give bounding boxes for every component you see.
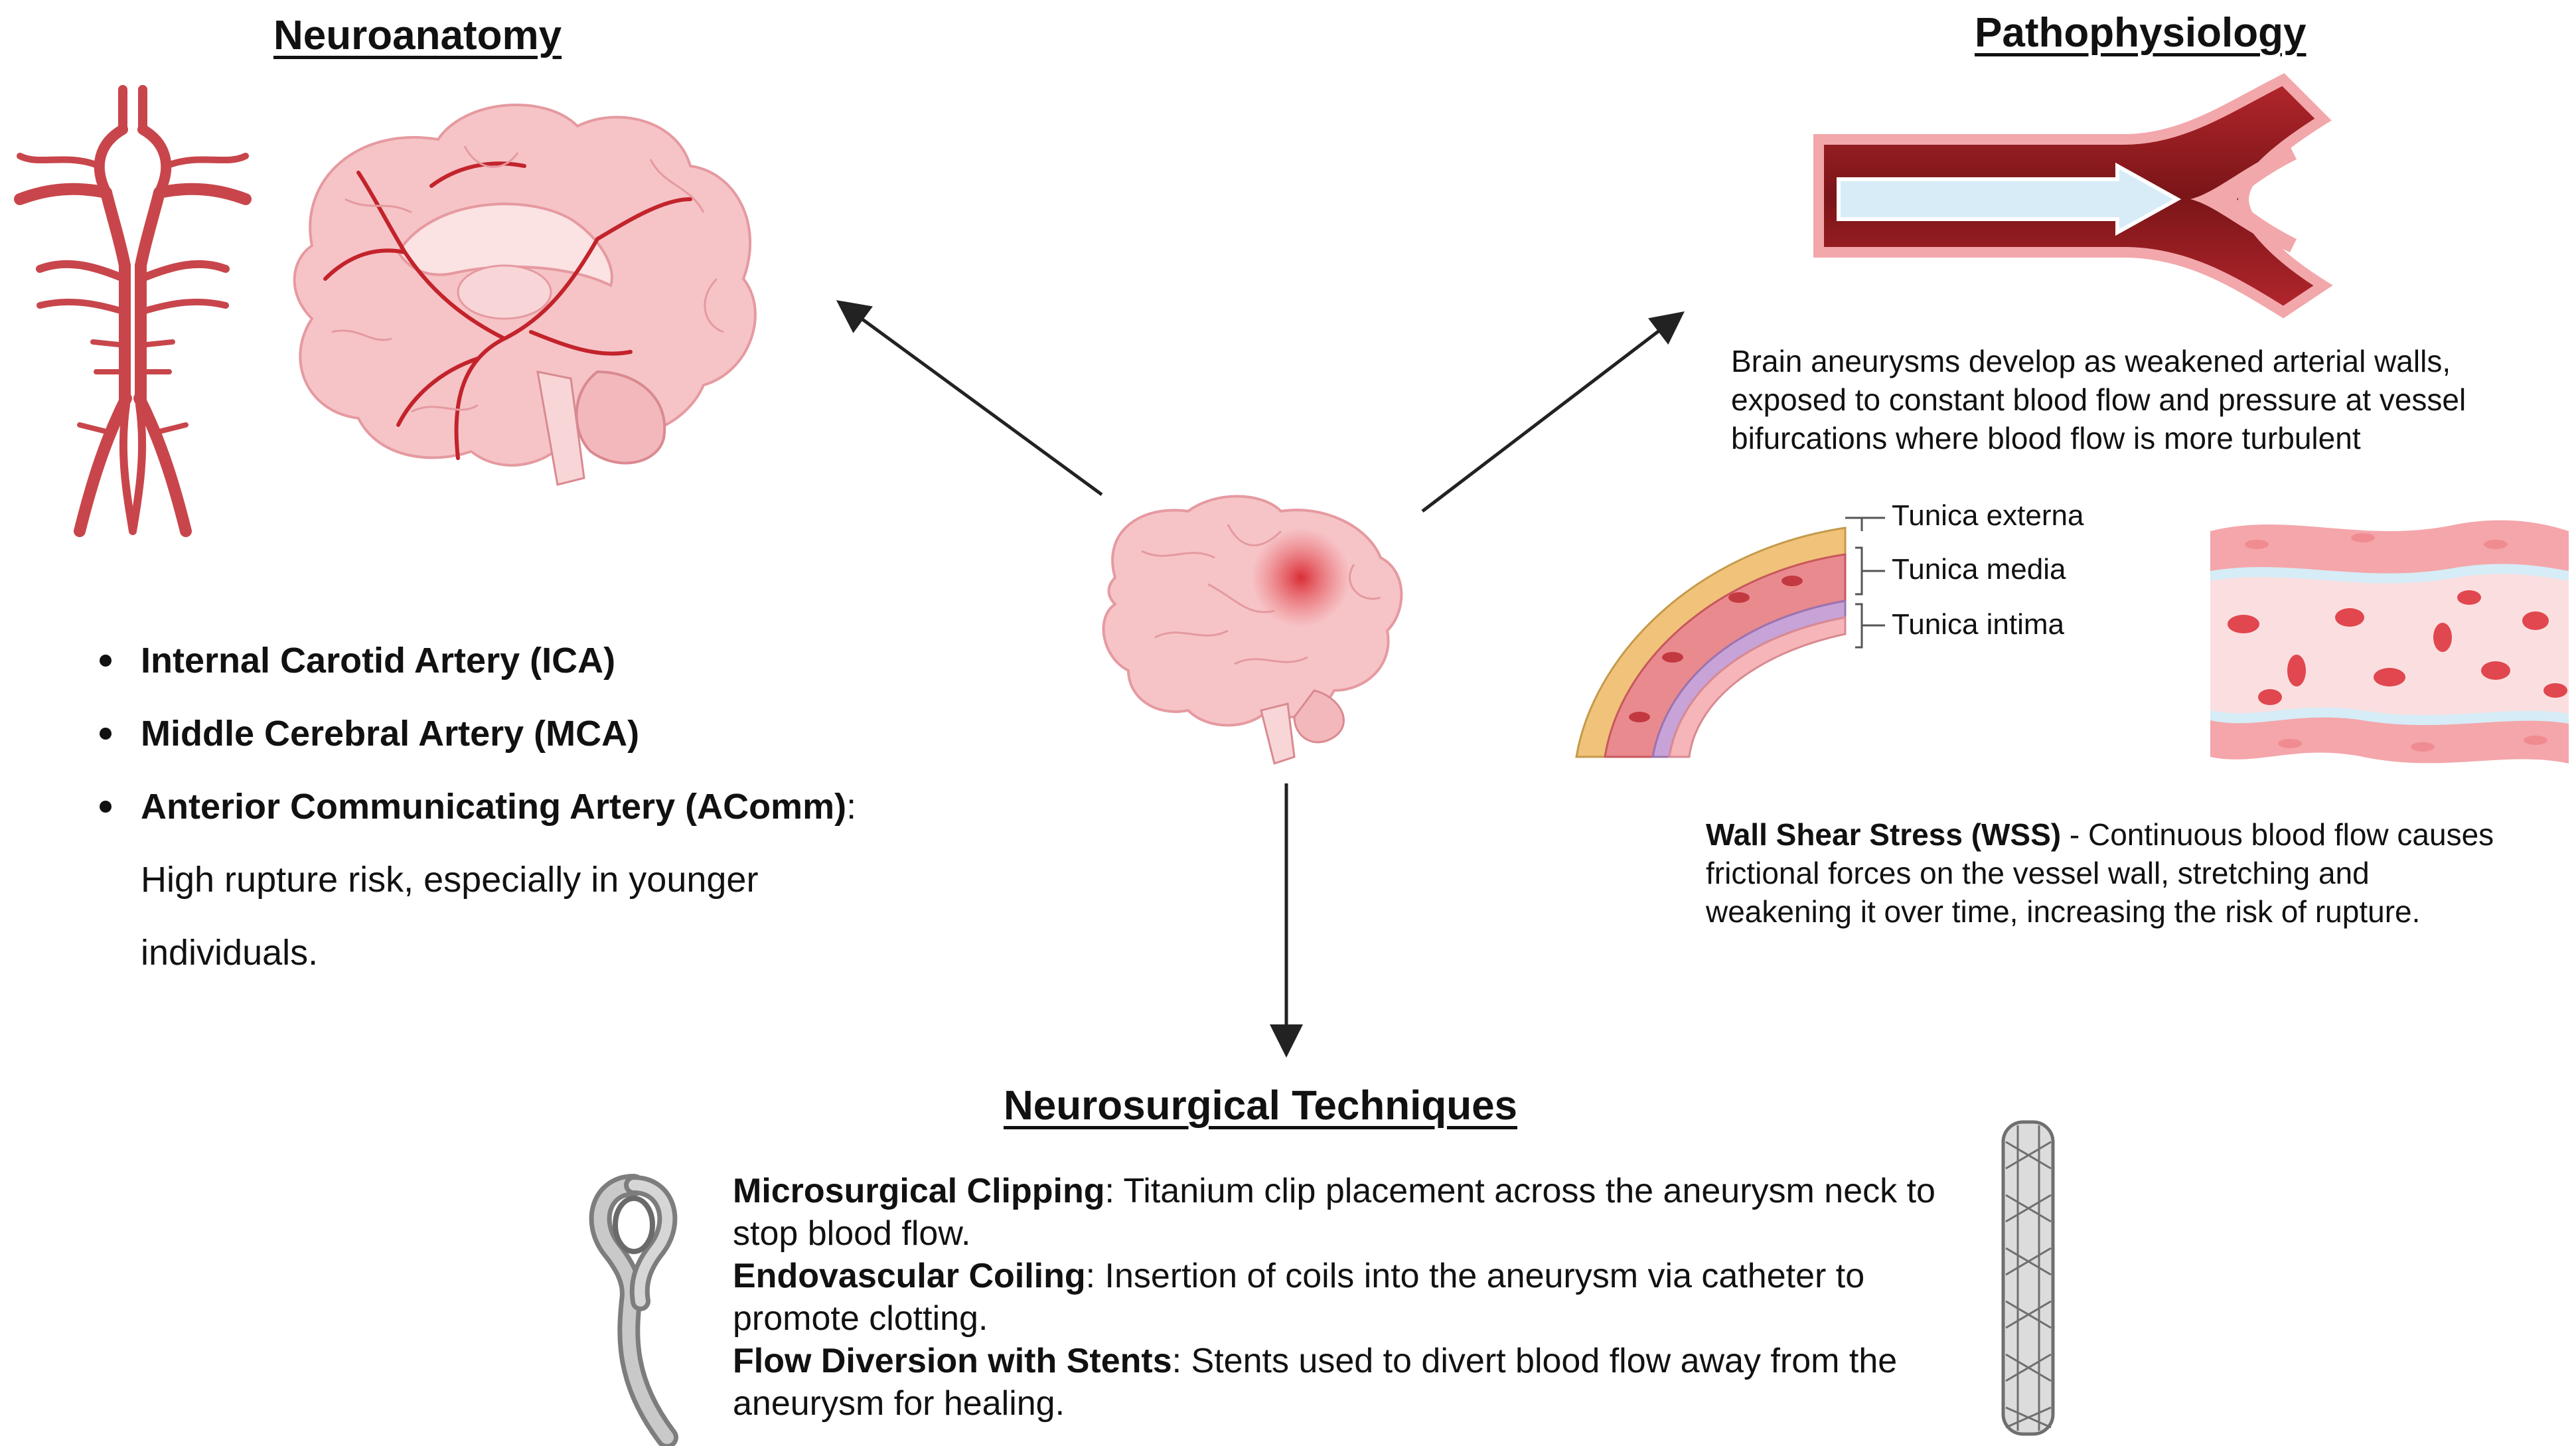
technique-clipping: Microsurgical Clipping: Titanium clip pl…: [733, 1172, 1935, 1253]
brain-aneurysm-icon: [1102, 495, 1403, 765]
arrow-to-pathophysiology: [1421, 311, 1685, 513]
artery-list: Internal Carotid Artery (ICA) Middle Cer…: [100, 624, 962, 843]
arrows: [836, 300, 1685, 1058]
arrow-to-neuroanatomy: [836, 300, 1103, 497]
neuroanatomy-heading: Neuroanatomy: [273, 13, 562, 58]
technique-coiling: Endovascular Coiling: Insertion of coils…: [733, 1257, 1865, 1338]
techniques-heading: Neurosurgical Techniques: [1004, 1083, 1518, 1129]
vessel-bifurcation-icon: [1813, 73, 2333, 319]
pathophysiology-heading: Pathophysiology: [1975, 10, 2307, 56]
artery-tree-icon: [14, 85, 252, 537]
pathophysiology-description: Brain aneurysms develop as weakened arte…: [1731, 344, 2466, 455]
wss-term: Wall Shear Stress (WSS): [1706, 817, 2062, 852]
brain-sagittal-icon: [293, 104, 757, 486]
aneurysm-clip-icon: [589, 1174, 678, 1446]
vessel-wall-layers-icon: [1575, 517, 1885, 758]
tunica-media-label: Tunica media: [1892, 553, 2066, 586]
blood-vessel-cells-icon: [2210, 520, 2569, 763]
tunica-externa-label: Tunica externa: [1892, 499, 2084, 532]
wss-description: Wall Shear Stress (WSS) - Continuous blo…: [1706, 817, 2494, 929]
artery-name: Anterior Communicating Artery (AComm): [141, 787, 847, 827]
artery-name: Middle Cerebral Artery (MCA): [141, 714, 640, 754]
techniques-list: Microsurgical Clipping: Titanium clip pl…: [733, 1170, 1967, 1425]
technique-stents: Flow Diversion with Stents: Stents used …: [733, 1342, 1898, 1423]
artery-name: Internal Carotid Artery (ICA): [141, 641, 616, 681]
stent-icon: [2001, 1120, 2055, 1436]
list-item: Anterior Communicating Artery (AComm):: [100, 770, 962, 843]
tunica-intima-label: Tunica intima: [1892, 608, 2065, 641]
list-item: Middle Cerebral Artery (MCA): [100, 697, 962, 770]
rupture-risk-note: High rupture risk, especially in younger…: [141, 860, 759, 973]
list-item: Internal Carotid Artery (ICA): [100, 624, 962, 697]
